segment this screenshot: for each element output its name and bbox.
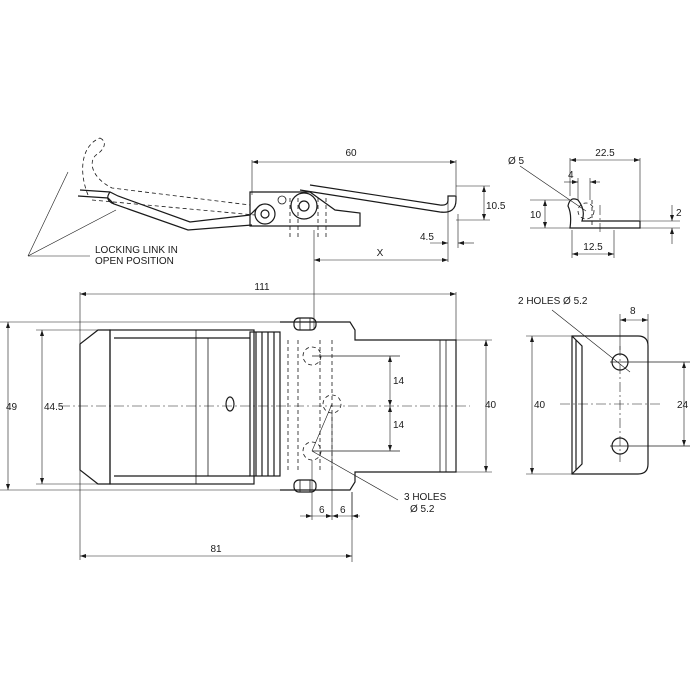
dim-plate-height: 40 <box>485 400 497 411</box>
callout-keeper-holes: 2 HOLES Ø 5.2 <box>518 296 588 307</box>
keeper-profile <box>567 198 641 229</box>
dim-keeper-base: 12.5 <box>583 242 603 253</box>
keeper-side-view: Ø 5 22.5 4 10 2 <box>508 148 682 258</box>
pin-bottom <box>293 479 317 493</box>
dim-hole-offset-right: 6 <box>340 505 346 516</box>
dim-body-height: 44.5 <box>44 402 64 413</box>
keeper-plan-view: 2 HOLES Ø 5.2 8 40 24 <box>518 296 690 475</box>
dim-hole-offset-left: 6 <box>319 505 325 516</box>
dim-side-height: 10.5 <box>486 201 506 212</box>
dim-keeper-width: 22.5 <box>595 148 615 159</box>
dim-hole-pitch-lower: 14 <box>393 420 405 431</box>
dim-base-length: 81 <box>210 544 222 555</box>
hinge <box>249 331 281 477</box>
open-locking-link <box>82 137 251 206</box>
callout-locking-link-line1: LOCKING LINK IN <box>95 245 178 256</box>
pivot-right <box>290 192 318 220</box>
dim-keeper-thickness: 2 <box>676 208 682 219</box>
dim-keeper-plate-height: 40 <box>534 400 546 411</box>
dim-overall-height: 49 <box>6 402 18 413</box>
dim-side-x: X <box>377 248 384 259</box>
dim-keeper-diameter: Ø 5 <box>508 156 525 167</box>
keeper-plate <box>571 335 649 475</box>
pin-top <box>293 317 317 331</box>
plate-hole-middle <box>322 394 342 414</box>
lever-plate <box>109 329 255 485</box>
callout-plate-holes-line2: Ø 5.2 <box>410 504 435 515</box>
dim-keeper-hole-pitch: 24 <box>677 400 689 411</box>
lever-arm <box>79 189 261 223</box>
callout-plate-holes-line1: 3 HOLES <box>404 492 447 503</box>
dim-keeper-height: 10 <box>530 210 542 221</box>
plan-view: 111 49 44.5 40 14 14 <box>0 282 497 562</box>
dim-hole-pitch-upper: 14 <box>393 376 405 387</box>
lever-body <box>79 329 111 485</box>
callout-locking-link-line2: OPEN POSITION <box>95 256 174 267</box>
dim-side-hook: 4.5 <box>420 232 434 243</box>
rivet-hole <box>225 396 235 412</box>
hook-arm <box>299 184 457 213</box>
dim-keeper-offset: 4 <box>568 170 574 181</box>
dim-keeper-hole-offset: 8 <box>630 306 636 317</box>
dim-overall-length: 111 <box>254 282 270 293</box>
pivot-left <box>254 203 276 225</box>
side-view: 60 10.5 4.5 X LOCKING LINK IN OPEN POSIT… <box>27 137 506 330</box>
dim-side-length: 60 <box>345 148 357 159</box>
